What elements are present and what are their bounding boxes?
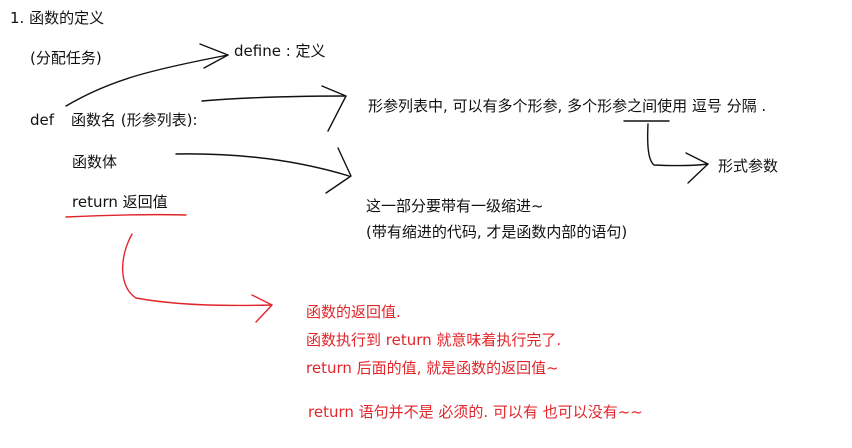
red-arrowhead <box>251 294 273 323</box>
indent-subnote: (带有缩进的代码, 才是函数内部的语句) <box>366 223 628 241</box>
red-arrow-return-to-note <box>121 233 273 307</box>
param-list-note: 形参列表中, 可以有多个形参, 多个形参之间使用 逗号 分隔 . <box>368 97 767 115</box>
formal-params-label: 形式参数 <box>718 157 779 175</box>
arrowhead-indent <box>325 147 352 194</box>
return-optional-note: return 语句并不是 必须的. 可以有 也可以没有~~ <box>308 403 643 421</box>
red-underline-return <box>65 213 187 218</box>
return-exec-note: 函数执行到 return 就意味着执行完了. <box>306 331 562 349</box>
indent-note: 这一部分要带有一级缩进~ <box>366 197 544 215</box>
arrowhead-define <box>199 43 229 69</box>
function-signature: 函数名 (形参列表): <box>71 111 198 129</box>
paren-assign-task: (分配任务) <box>30 49 102 67</box>
arrowhead-formal-params <box>685 152 709 184</box>
arrow-signature-to-note <box>201 95 346 102</box>
return-after-note: return 后面的值, 就是函数的返回值~ <box>306 359 559 377</box>
function-body: 函数体 <box>72 153 118 171</box>
return-line: return 返回值 <box>72 193 168 211</box>
arrowhead-param-note <box>321 85 347 132</box>
def-keyword: def <box>30 111 55 129</box>
arrow-to-formal-params <box>646 123 709 167</box>
arrow-body-to-indent <box>175 153 350 177</box>
heading: 1. 函数的定义 <box>10 9 105 27</box>
return-value-note: 函数的返回值. <box>306 303 401 321</box>
define-gloss: define : 定义 <box>234 42 326 60</box>
